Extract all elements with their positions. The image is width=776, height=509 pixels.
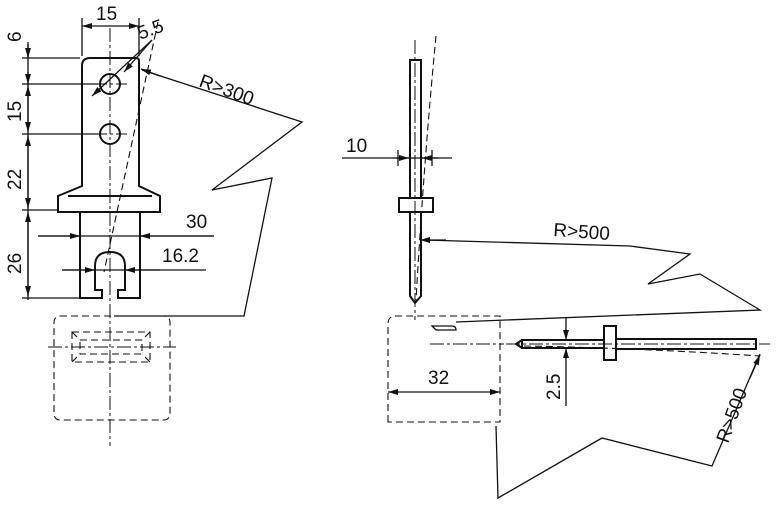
housing-slot-chamfer-4: [141, 353, 151, 363]
radius-leader-left: [114, 69, 304, 317]
dim-line-hole-b: [123, 39, 153, 73]
dim-width-16: 16.2: [162, 246, 199, 267]
dim-radius-left: R>300: [196, 71, 256, 110]
side-collar: [398, 197, 434, 213]
radius-leader-lower: [495, 353, 761, 500]
right-view: 10 R>500 32 2.5 R>500: [342, 35, 770, 500]
radius-leader-upper: [423, 239, 763, 323]
dim-v2: 15: [5, 101, 26, 122]
dim-pin: 2.5: [544, 374, 565, 400]
dim-radius-lower: R>500: [713, 385, 752, 445]
dim-length: 32: [428, 368, 449, 389]
dim-thickness: 10: [346, 136, 367, 157]
housing-slot-chamfer-2: [141, 331, 151, 341]
dim-v4: 26: [5, 253, 26, 274]
dim-top-width: 15: [96, 4, 117, 25]
housing-latch: [430, 325, 457, 331]
left-view: 15 5.5 R>300 6 15 22 26 30: [5, 4, 304, 446]
dim-width-30: 30: [186, 212, 207, 233]
radius-arrow-left: [140, 68, 161, 77]
dim-v1: 6: [5, 31, 26, 42]
blade-outline: [57, 57, 161, 213]
housing-slot-chamfer-1: [71, 331, 81, 341]
side-housing: [387, 315, 501, 423]
bend-arc-upper: [415, 35, 437, 301]
horizontal-terminal-collar: [603, 325, 617, 361]
dim-radius-upper: R>500: [553, 220, 611, 245]
dim-v3: 22: [5, 169, 26, 190]
housing-outline: [53, 315, 171, 421]
dim-line-hole: [91, 39, 153, 97]
bend-centerline: [103, 21, 159, 273]
housing-slot-chamfer-3: [71, 353, 81, 363]
radius-arrow-lower: [749, 354, 761, 379]
